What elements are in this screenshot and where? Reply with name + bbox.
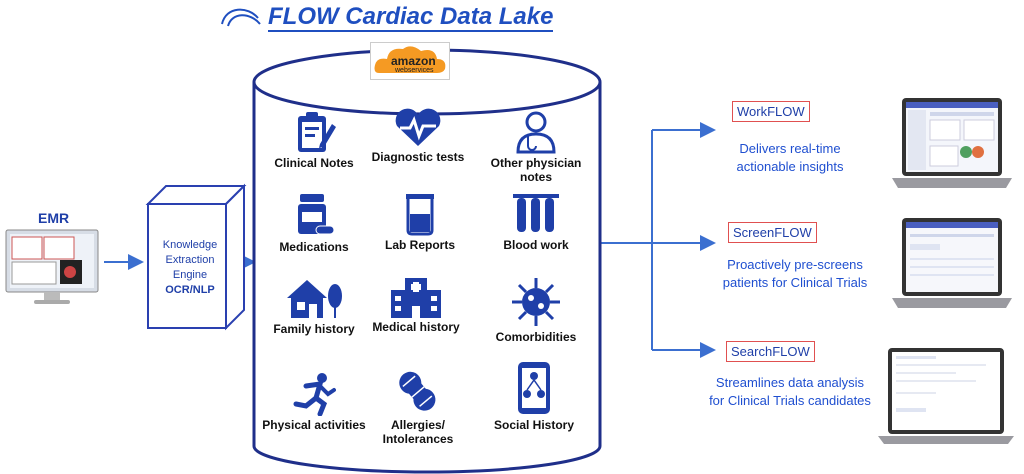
emr-label: EMR <box>38 210 70 226</box>
searchflow-description: Streamlines data analysis for Clinical T… <box>709 375 871 408</box>
pill-bottle-icon <box>298 194 335 235</box>
category-medications: Medications <box>254 192 374 254</box>
social-phone-icon <box>518 362 550 414</box>
category-family-history: Family history <box>254 276 374 336</box>
category-blood-work: Blood work <box>476 192 596 252</box>
hospital-icon <box>391 278 441 318</box>
doctor-icon <box>516 111 556 154</box>
clipboard-icon <box>298 112 336 152</box>
screenflow-box: ScreenFLOW <box>728 222 817 243</box>
runner-icon <box>293 373 336 416</box>
laptop-screenflow-icon <box>892 218 1012 308</box>
extraction-engine-label: Knowledge Extraction Engine OCR/NLP <box>162 239 218 296</box>
category-physical-activities: Physical activities <box>254 372 374 432</box>
heartbeat-icon <box>395 108 441 146</box>
category-comorbidities: Comorbidities <box>476 276 596 344</box>
virus-icon <box>512 278 560 326</box>
beaker-icon <box>406 194 434 236</box>
workflow-description: Delivers real-time actionable insights <box>736 141 844 174</box>
aws-logo: amazon webservices <box>370 42 450 80</box>
emr-monitor-icon <box>5 229 99 304</box>
workflow-box: WorkFLOW <box>732 101 810 122</box>
test-tubes-icon <box>513 194 559 232</box>
category-allergies: Allergies/ Intolerances <box>358 368 478 446</box>
laptop-searchflow-icon <box>878 348 1014 444</box>
laptop-workflow-icon <box>892 98 1012 188</box>
category-diagnostic-tests: Diagnostic tests <box>358 108 478 164</box>
category-other-physician-notes: Other physician notes <box>476 110 596 184</box>
page-title: FLOW Cardiac Data Lake <box>268 3 554 32</box>
category-social-history: Social History <box>474 360 594 432</box>
category-clinical-notes: Clinical Notes <box>254 110 374 170</box>
extraction-engine-box <box>145 183 247 331</box>
cloud-icon <box>374 46 446 73</box>
category-medical-history: Medical history <box>356 276 476 334</box>
peanut-icon <box>399 371 436 411</box>
house-icon <box>287 280 342 318</box>
flow-logo-icon <box>221 8 261 27</box>
searchflow-box: SearchFLOW <box>726 341 815 362</box>
screenflow-description: Proactively pre-screens patients for Cli… <box>722 257 868 290</box>
data-lake-cylinder <box>252 48 602 474</box>
category-lab-reports: Lab Reports <box>360 192 480 252</box>
